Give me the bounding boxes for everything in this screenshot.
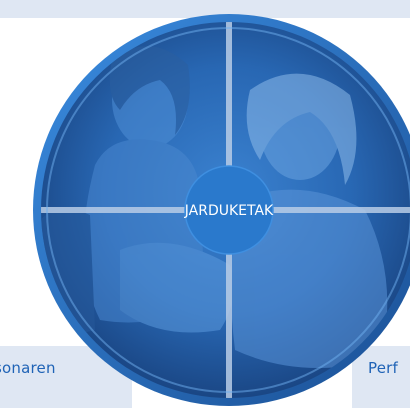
bottom-left-label: sonaren [0, 359, 56, 377]
woman-seated-icon [231, 73, 388, 368]
quadrant-dividers [41, 22, 410, 398]
top-label-box [0, 0, 410, 18]
center-label: JARDUKETAK [184, 203, 274, 219]
bottom-right-label: Perf [368, 359, 398, 377]
bottom-right-label-box: Perf [352, 346, 410, 408]
woman-seated-icon [83, 46, 234, 333]
inner-highlight-ring [46, 27, 410, 393]
center-circle [185, 166, 273, 254]
